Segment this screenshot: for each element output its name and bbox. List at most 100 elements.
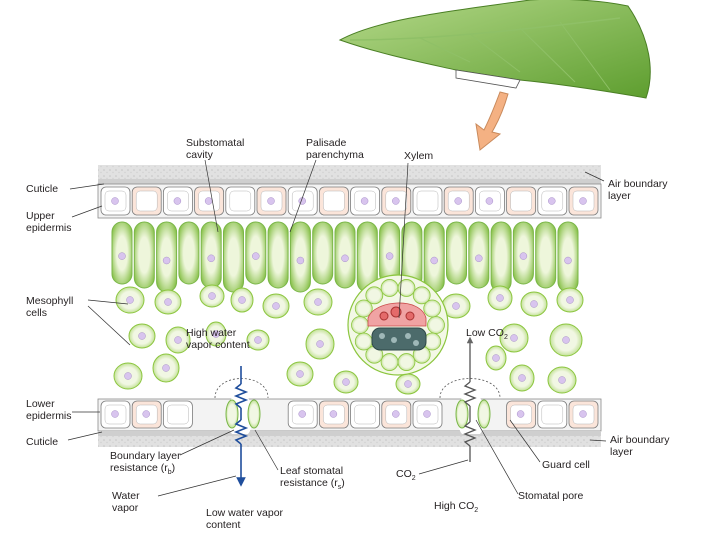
epidermis-cell-inner xyxy=(510,190,532,212)
nucleus xyxy=(162,364,170,372)
nucleus xyxy=(579,197,587,205)
label-cuticle-bottom: Cuticle xyxy=(26,436,59,448)
label-low-co2: Low CO2 xyxy=(466,327,508,342)
nucleus xyxy=(267,197,275,205)
bundle-sheath-cell xyxy=(427,316,445,334)
label-cuticle-top: Cuticle xyxy=(26,183,59,195)
palisade-cell xyxy=(312,221,334,285)
nucleus xyxy=(272,302,280,310)
nucleus xyxy=(548,197,556,205)
epidermis-cell-inner xyxy=(229,190,252,212)
nucleus xyxy=(174,336,182,344)
guard-cell-left-b xyxy=(247,399,261,429)
label-high-co2: High CO2 xyxy=(434,500,479,515)
leaf-cut-edge xyxy=(455,69,521,89)
leader-lines xyxy=(67,159,607,497)
vascular-bundle xyxy=(347,274,449,376)
guard-cell-left-a xyxy=(225,399,239,429)
nucleus xyxy=(579,410,587,418)
label-leaf-stomatal-resistance: Leaf stomatal resistance (rs) xyxy=(280,465,345,492)
co2-stomatal-resistor xyxy=(463,381,477,407)
nucleus xyxy=(516,410,525,418)
nucleus xyxy=(111,197,119,205)
label-mesophyll-cells: Mesophyll cells xyxy=(26,295,74,319)
epidermis-cell-inner xyxy=(416,190,439,212)
nucleus xyxy=(496,294,504,302)
nucleus xyxy=(423,410,431,418)
palisade-cell xyxy=(267,221,289,289)
nucleus xyxy=(485,197,494,205)
water-vapor-pathway xyxy=(233,366,249,487)
palisade-cell xyxy=(178,221,200,285)
nucleus xyxy=(475,254,483,263)
bundle-sheath-cell xyxy=(397,353,416,371)
nucleus xyxy=(212,330,220,338)
label-stomatal-pore: Stomatal pore xyxy=(518,490,584,502)
label-low-water-vapor-content: Low water vapor content xyxy=(206,507,284,531)
nucleus xyxy=(530,300,538,308)
nucleus xyxy=(142,410,150,418)
nucleus xyxy=(430,256,438,265)
palisade-cell xyxy=(490,221,512,293)
nucleus xyxy=(162,256,171,265)
bundle-sheath-cell xyxy=(351,316,369,334)
nucleus xyxy=(207,254,215,263)
nucleus xyxy=(558,376,566,384)
palisade-cell xyxy=(133,221,155,289)
palisade-cell xyxy=(535,221,557,289)
co2-boundary-resistor xyxy=(463,421,477,447)
nucleus xyxy=(296,256,305,265)
boundary-resistor-symbol xyxy=(233,419,249,445)
label-lower-epidermis: Lower epidermis xyxy=(26,398,72,422)
nucleus xyxy=(519,252,528,260)
guard-cell-right-a xyxy=(455,399,469,429)
nucleus xyxy=(173,197,182,205)
label-water-vapor: Water vapor xyxy=(112,490,140,514)
nucleus xyxy=(564,256,572,265)
label-palisade-parenchyma: Palisade parenchyma xyxy=(306,137,364,161)
nucleus xyxy=(510,334,518,342)
label-guard-cell: Guard cell xyxy=(542,459,590,471)
nucleus xyxy=(254,336,262,344)
stomatal-resistor-symbol xyxy=(233,383,249,409)
nucleus xyxy=(329,410,338,418)
nucleus xyxy=(118,252,126,260)
zoom-arrow xyxy=(475,91,509,151)
label-air-boundary-layer-top: Air boundary layer xyxy=(608,178,668,202)
nucleus xyxy=(404,380,412,388)
nucleus xyxy=(518,374,526,382)
nucleus xyxy=(562,336,570,344)
bundle-sheath-cell xyxy=(423,299,442,318)
nucleus xyxy=(454,197,462,205)
label-boundary-layer-resistance: Boundary layer resistance (rb) xyxy=(110,450,181,477)
epidermis-cell-inner xyxy=(167,404,189,425)
nucleus xyxy=(164,298,172,306)
stomata xyxy=(214,378,501,434)
phloem-tissue xyxy=(371,327,427,351)
nucleus xyxy=(252,252,260,260)
bundle-sheath-cell xyxy=(412,286,431,305)
nucleus xyxy=(492,354,500,362)
nucleus xyxy=(360,197,369,205)
bundle-sheath-cell xyxy=(354,332,373,351)
nucleus xyxy=(566,296,574,304)
palisade-parenchyma-cells xyxy=(111,221,579,293)
label-upper-epidermis: Upper epidermis xyxy=(26,210,72,234)
nucleus xyxy=(452,302,460,310)
bundle-sheath-cell xyxy=(365,286,384,305)
leaf-midrib xyxy=(349,17,621,41)
label-xylem: Xylem xyxy=(404,150,434,162)
leaf-blade xyxy=(338,0,651,99)
palisade-cell xyxy=(446,221,467,285)
upper-epidermis-cells xyxy=(100,186,599,216)
epidermis-cell-inner xyxy=(323,190,345,212)
lower-epidermis-cells xyxy=(100,400,599,429)
nucleus xyxy=(208,292,216,300)
cuticle-top-band xyxy=(98,179,601,184)
bundle-sheath-cell xyxy=(397,279,416,297)
palisade-cell xyxy=(223,221,244,293)
nucleus xyxy=(342,378,350,386)
nucleus xyxy=(392,197,400,205)
bundle-sheath-cells xyxy=(351,279,445,371)
